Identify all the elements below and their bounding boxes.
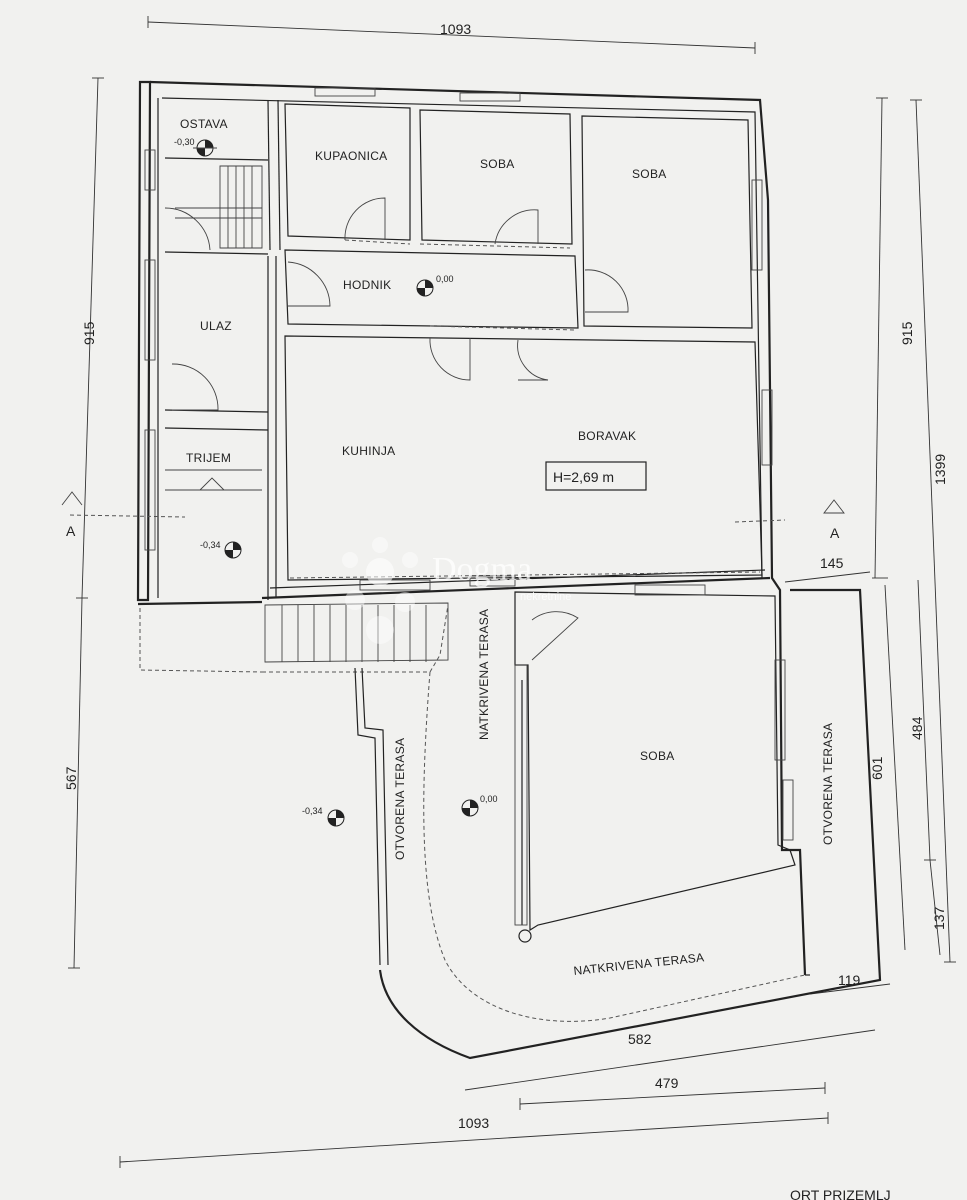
room-label-natkrivena-terasa-left: NATKRIVENA TERASA <box>477 609 491 740</box>
exterior-walls <box>136 80 807 976</box>
level-ostava: -0,30 <box>174 137 195 147</box>
section-marker-left <box>61 491 83 506</box>
terrace-walls <box>354 588 882 1060</box>
dim-right-484: 484 <box>909 716 925 740</box>
dim-right-137: 137 <box>931 906 947 930</box>
room-label-trijem: TRIJEM <box>186 451 231 465</box>
dim-left-upper: 915 <box>81 321 97 345</box>
door-swings <box>164 197 629 661</box>
room-label-natkrivena-terasa-bottom: NATKRIVENA TERASA <box>573 950 705 978</box>
windows <box>144 87 794 926</box>
level-trijem: -0,34 <box>200 540 221 550</box>
footer-title-fragment: ORT PRIZEMLJ <box>790 1187 891 1200</box>
dim-left-lower: 567 <box>63 766 79 790</box>
room-label-hodnik: HODNIK <box>343 278 391 292</box>
section-marker-right-label: A <box>830 525 840 541</box>
room-label-soba-2: SOBA <box>632 167 667 181</box>
room-label-ostava: OSTAVA <box>180 117 228 131</box>
room-label-boravak: BORAVAK <box>578 429 636 443</box>
interior-walls <box>164 99 796 943</box>
height-box <box>545 461 647 491</box>
stairs <box>165 165 449 663</box>
room-label-ulaz: ULAZ <box>200 319 232 333</box>
dim-bottom-479: 479 <box>655 1075 679 1091</box>
level-symbol-outside <box>327 809 345 827</box>
level-symbol-natkrivena <box>461 799 479 817</box>
section-marker-right <box>823 499 845 514</box>
level-symbol-hodnik <box>416 279 434 297</box>
room-label-otvorena-terasa-left: OTVORENA TERASA <box>393 738 407 860</box>
section-marker-left-label: A <box>66 523 76 539</box>
level-outside: -0,34 <box>302 806 323 816</box>
level-symbol-trijem <box>224 541 242 559</box>
level-natkrivena: 0,00 <box>480 794 498 804</box>
watermark-logo <box>342 537 418 644</box>
dim-top-width: 1093 <box>440 21 471 37</box>
room-label-kuhinja: KUHINJA <box>342 444 395 458</box>
dim-terrace-top: 145 <box>820 555 844 571</box>
room-label-soba-3: SOBA <box>640 749 675 763</box>
dim-bottom-582: 582 <box>628 1031 652 1047</box>
level-hodnik: 0,00 <box>436 274 454 284</box>
level-symbol-ostava <box>193 139 217 157</box>
watermark-brand: Dogma <box>432 551 532 588</box>
dim-right-inner: 915 <box>899 321 915 345</box>
dim-right-outer: 1399 <box>932 454 948 485</box>
room-label-soba-1: SOBA <box>480 157 515 171</box>
watermark-tagline: nekretnine <box>520 591 571 603</box>
dim-right-601: 601 <box>869 756 885 780</box>
height-note: H=2,69 m <box>553 469 614 485</box>
dim-bottom-width: 1093 <box>458 1115 489 1131</box>
room-label-otvorena-terasa-right: OTVORENA TERASA <box>821 723 835 845</box>
dashed-outlines <box>69 239 806 1022</box>
room-label-kupaonica: KUPAONICA <box>315 149 388 163</box>
dimension-lines <box>68 16 956 1168</box>
